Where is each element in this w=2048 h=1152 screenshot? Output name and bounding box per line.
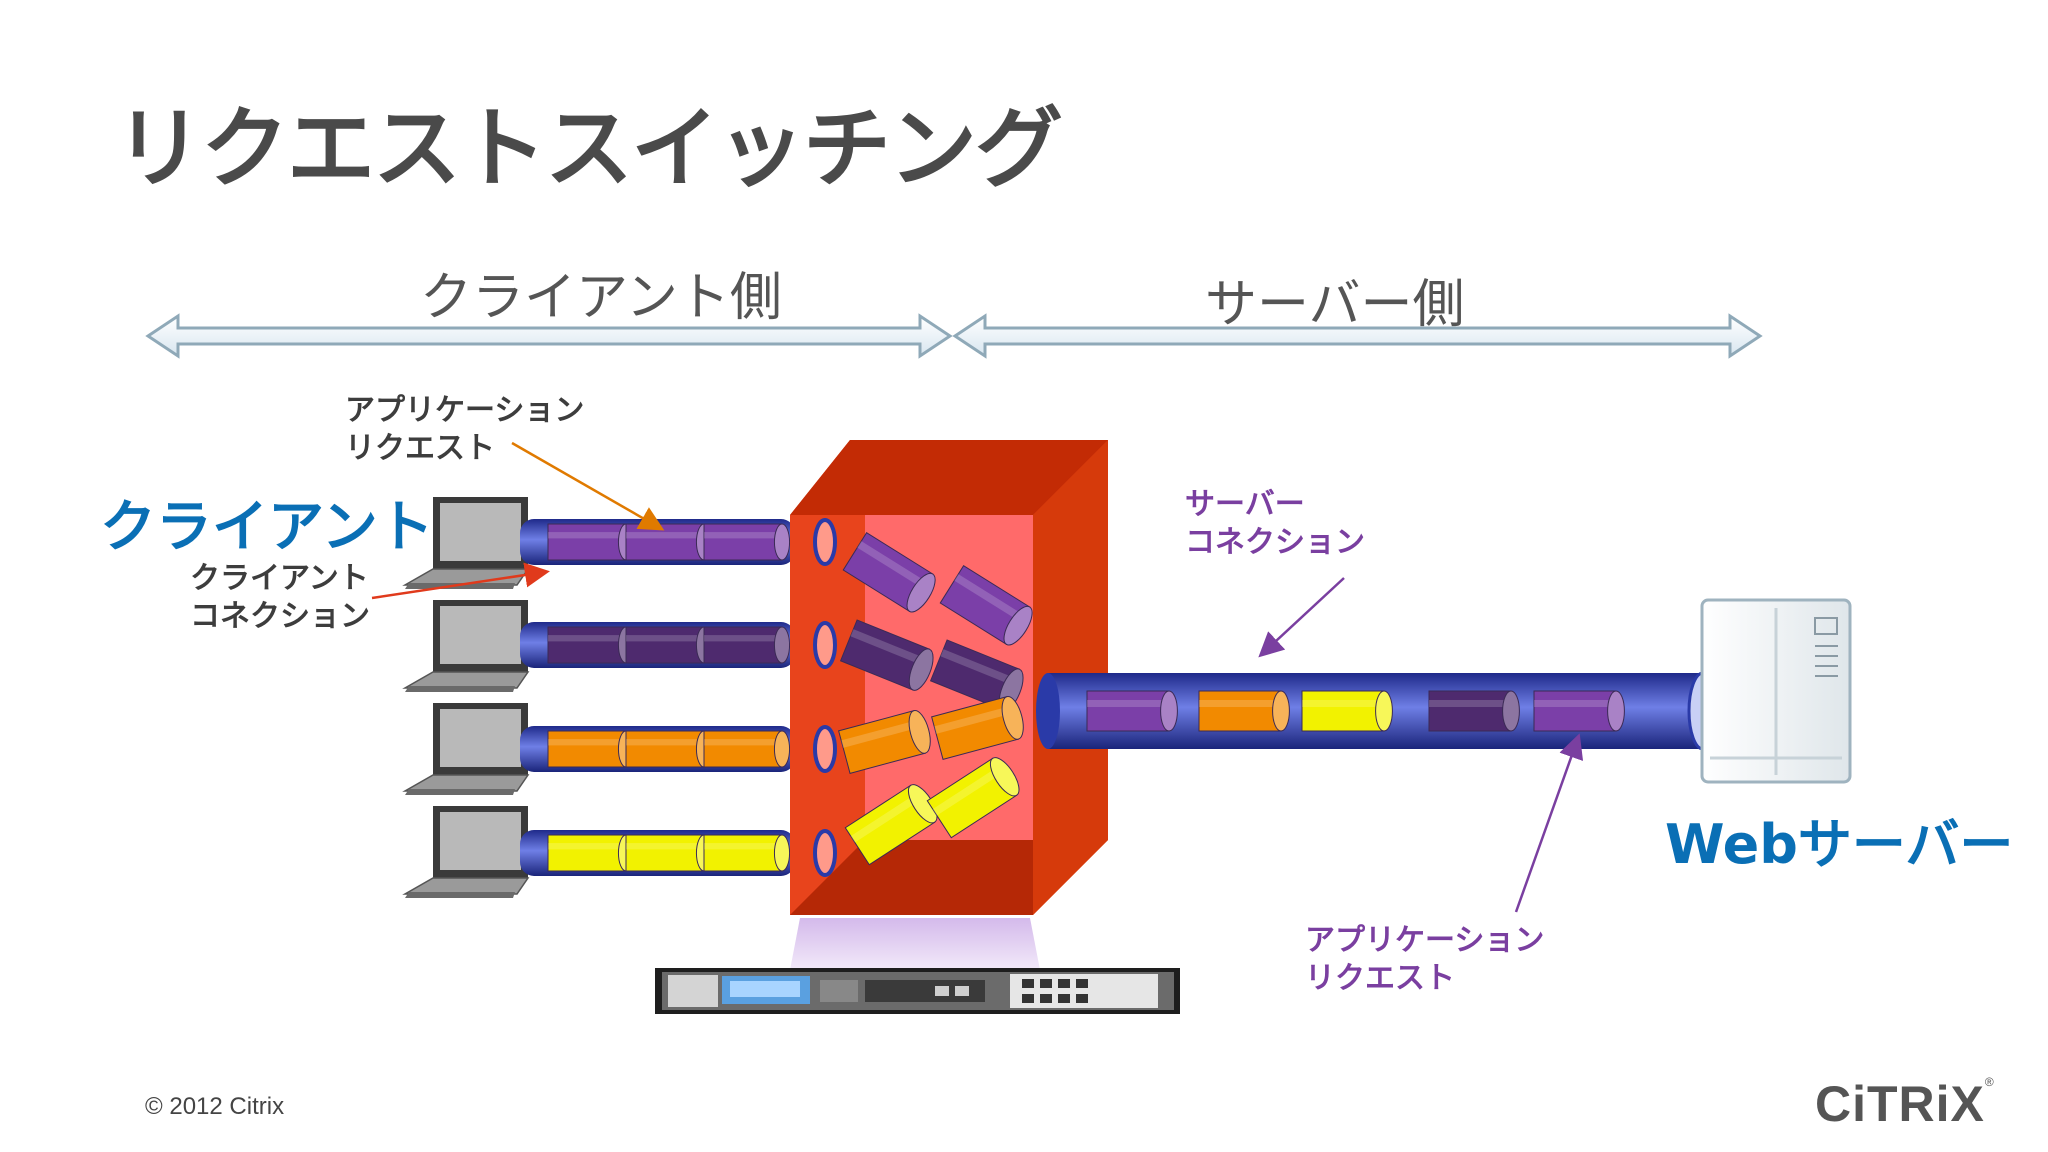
request-packet bbox=[703, 626, 791, 664]
laptop-icon bbox=[402, 600, 530, 692]
request-packet bbox=[547, 730, 635, 768]
switched-request-packet bbox=[844, 784, 938, 866]
request-packet bbox=[625, 730, 713, 768]
switched-request-packet bbox=[939, 564, 1033, 646]
laptop-icon bbox=[402, 703, 530, 795]
request-packet bbox=[625, 523, 713, 561]
netscaler-hardware-icon bbox=[655, 968, 1180, 1014]
app-request-client-line1: アプリケーション bbox=[345, 393, 585, 428]
request-packet bbox=[625, 834, 713, 872]
request-packet bbox=[703, 730, 791, 768]
pipe-entry-hole bbox=[813, 518, 837, 566]
web-server-label: Webサーバー bbox=[1665, 813, 2014, 876]
request-packet bbox=[703, 834, 791, 872]
request-packet bbox=[1301, 690, 1393, 732]
request-packet bbox=[1198, 690, 1290, 732]
switched-request-packet bbox=[926, 757, 1020, 839]
client-connection-pipe bbox=[520, 726, 795, 772]
request-packet bbox=[1533, 690, 1625, 732]
app-request-client-label: アプリケーション リクエスト bbox=[345, 392, 584, 468]
server-connection-pipe bbox=[1036, 671, 1719, 751]
page-title: リクエストスイッチング bbox=[115, 97, 1063, 200]
server-connection-line2: コネクション bbox=[1185, 525, 1365, 560]
web-server-icon bbox=[1700, 598, 1852, 784]
appliance-shadow-beam bbox=[790, 918, 1040, 970]
client-connection-line1: クライアント bbox=[190, 561, 369, 596]
laptop-icon bbox=[402, 806, 530, 898]
server-connection-label: サーバー コネクション bbox=[1185, 486, 1365, 562]
request-packet bbox=[547, 834, 635, 872]
laptop-icon bbox=[402, 497, 530, 589]
pipe-entry-hole bbox=[813, 829, 837, 877]
client-connection-pipe bbox=[520, 622, 795, 668]
client-label: クライアント bbox=[100, 495, 434, 560]
server-connection-line1: サーバー bbox=[1185, 487, 1305, 522]
switched-request-packet bbox=[838, 710, 931, 774]
client-connection-label: クライアント コネクション bbox=[190, 560, 370, 636]
request-packet bbox=[547, 626, 635, 664]
app-request-client-line2: リクエスト bbox=[345, 431, 495, 466]
pipe-entry-hole bbox=[813, 621, 837, 669]
copyright-text: © 2012 Citrix bbox=[145, 1093, 285, 1120]
client-side-double-arrow bbox=[145, 313, 953, 359]
app-request-server-line1: アプリケーション bbox=[1305, 923, 1545, 958]
client-side-label: クライアント側 bbox=[420, 268, 782, 328]
request-packet bbox=[703, 523, 791, 561]
switched-request-packet bbox=[842, 531, 936, 613]
client-connection-pipe bbox=[520, 830, 795, 876]
request-packet bbox=[1086, 690, 1178, 732]
citrix-logo: CiTRiX® bbox=[1815, 1075, 1995, 1132]
server-side-double-arrow bbox=[952, 313, 1763, 359]
client-connection-pipe bbox=[520, 519, 795, 565]
switched-request-packet bbox=[839, 619, 934, 691]
server-side-label: サーバー側 bbox=[1205, 275, 1465, 335]
client-connection-pointer bbox=[371, 562, 550, 600]
app-request-server-label: アプリケーション リクエスト bbox=[1305, 922, 1544, 998]
client-connection-line2: コネクション bbox=[190, 599, 370, 634]
app-request-server-pointer bbox=[1514, 733, 1584, 913]
request-packet bbox=[1428, 690, 1520, 732]
switched-request-packet bbox=[931, 696, 1024, 760]
pipe-entry-hole bbox=[813, 725, 837, 773]
app-request-client-pointer bbox=[511, 441, 665, 531]
citrix-logo-text: CiTRiX bbox=[1815, 1076, 1985, 1132]
request-packet bbox=[547, 523, 635, 561]
server-connection-pointer bbox=[1258, 577, 1345, 658]
app-request-server-line2: リクエスト bbox=[1305, 961, 1455, 996]
request-packet bbox=[625, 626, 713, 664]
